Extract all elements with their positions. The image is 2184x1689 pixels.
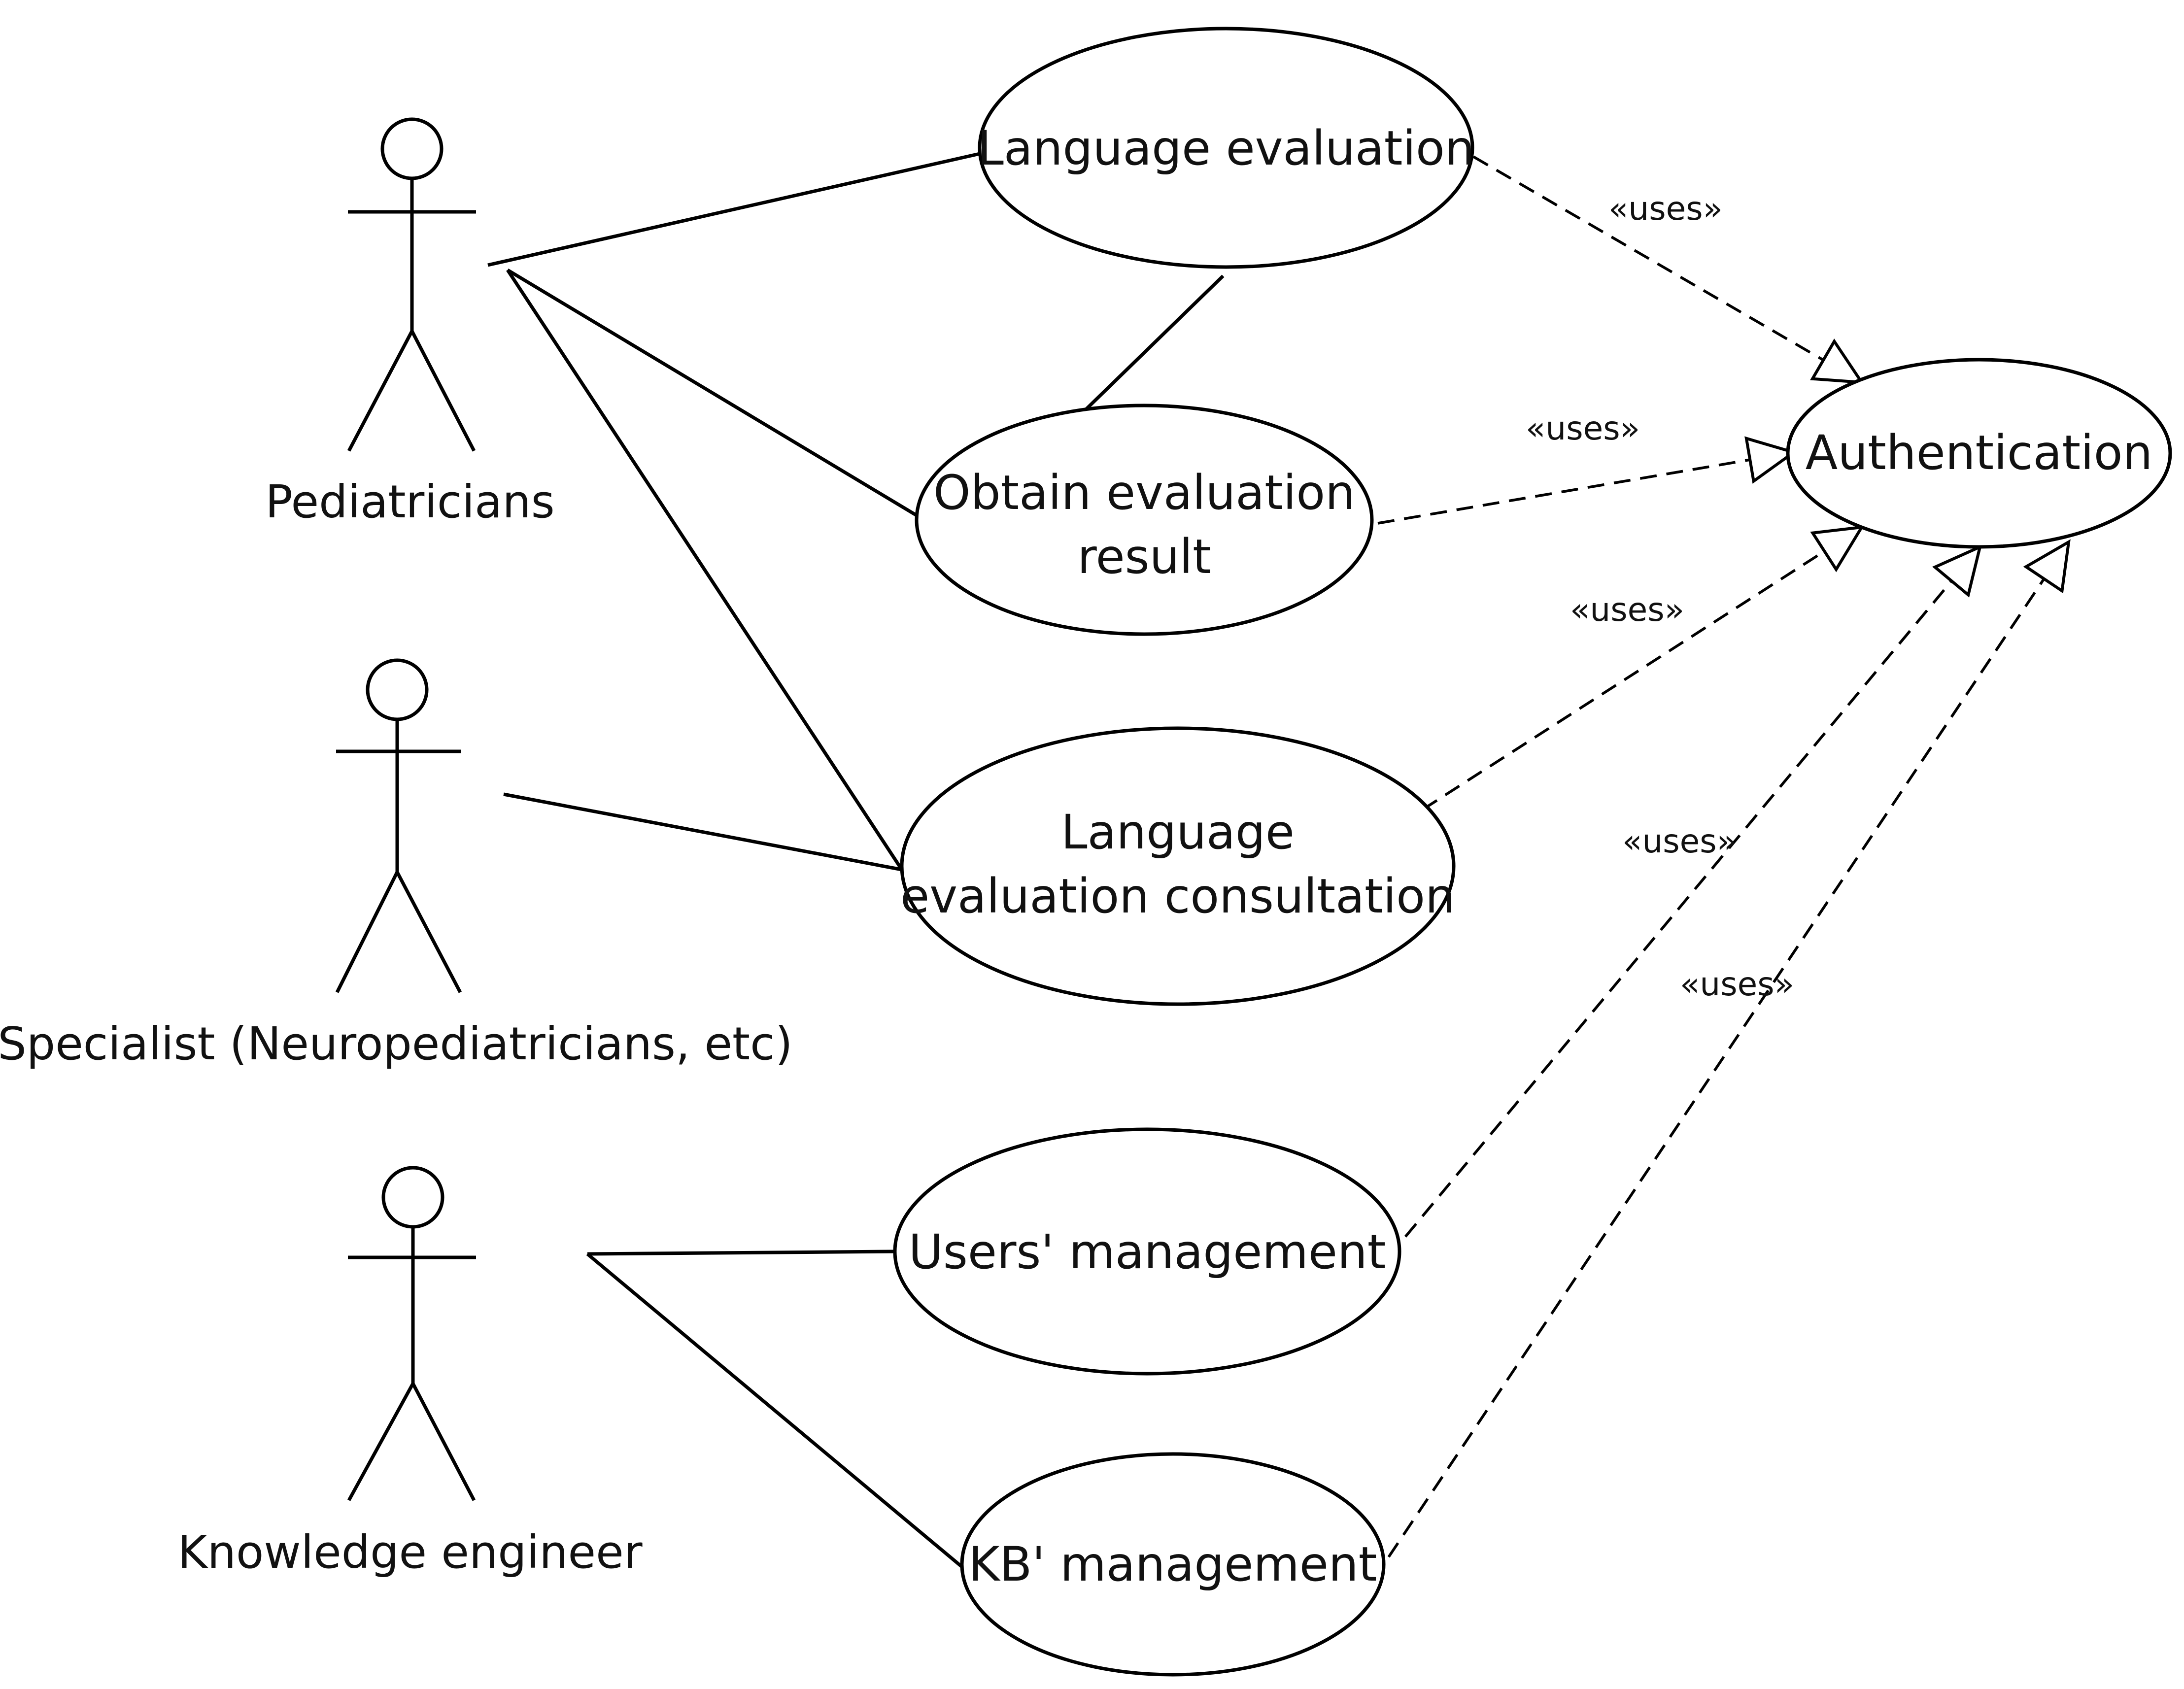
uses-dependency-users_management	[1404, 580, 1953, 1238]
actor-label: Specialist (Neuropediatricians, etc)	[0, 1017, 793, 1070]
uses-arrowhead-users_management	[1932, 544, 1982, 598]
use-case-label: result	[1077, 529, 1211, 584]
use-case-label: Users' management	[909, 1224, 1386, 1280]
use-case-users-management[interactable]: Users' management	[893, 1127, 1401, 1376]
association-knowledge_engineer-users_management	[587, 1250, 895, 1256]
uses-label: «uses»	[1608, 190, 1723, 228]
use-case-label: KB' management	[969, 1537, 1377, 1592]
actor-right-leg	[411, 1383, 476, 1501]
actor-pediatricians[interactable]: Pediatricians	[265, 117, 555, 528]
use-case-authentication[interactable]: Authentication	[1786, 358, 2172, 549]
uses-arrowhead-consultation	[1810, 525, 1865, 573]
dependencies: «uses» «uses» «uses» «uses» «uses»	[1377, 155, 2071, 1558]
use-case-obtain-evaluation-result[interactable]: Obtain evaluation result	[915, 404, 1374, 636]
actor-left-leg	[347, 330, 414, 452]
association-specialist-consultation	[503, 792, 902, 872]
uses-arrowhead-kb_management	[2023, 539, 2071, 594]
associations	[487, 152, 1225, 1571]
uses-dependency-obtain_result	[1377, 458, 1750, 525]
uses-label: «uses»	[1622, 822, 1737, 860]
use-case-label: Obtain evaluation	[933, 465, 1355, 520]
association-pediatricians-obtain_result	[507, 268, 927, 523]
uses-dependency-language_evaluation	[1472, 155, 1824, 362]
use-case-language-evaluation[interactable]: Language evaluation	[977, 27, 1475, 269]
uses-arrowhead-obtain_result	[1744, 436, 1797, 484]
actor-right-leg	[410, 330, 476, 452]
uses-label: «uses»	[1570, 591, 1684, 629]
actor-label: Pediatricians	[265, 475, 554, 528]
association-language_evaluation-obtain_result	[1075, 274, 1225, 420]
actor-specialist[interactable]: Specialist (Neuropediatricians, etc)	[0, 658, 793, 1070]
actor-knowledge-engineer[interactable]: Knowledge engineer	[177, 1166, 643, 1579]
uses-dependency-kb_management	[1387, 578, 2046, 1558]
actor-left-leg	[347, 1383, 415, 1501]
association-pediatricians-consultation	[506, 269, 904, 872]
use-case-label: Language evaluation	[977, 121, 1474, 176]
uses-arrowhead-language_evaluation	[1810, 338, 1865, 384]
use-case-label: Authentication	[1806, 425, 2153, 480]
use-case-label: evaluation consultation	[900, 869, 1455, 924]
use-case-label: Language	[1061, 805, 1295, 860]
uses-dependency-consultation	[1399, 550, 1825, 825]
uses-label: «uses»	[1680, 965, 1794, 1003]
use-case-kb-management[interactable]: KB' management	[960, 1452, 1386, 1677]
uses-label: «uses»	[1526, 409, 1640, 447]
association-knowledge_engineer-kb_management	[586, 1252, 966, 1571]
use-case-language-evaluation-consultation[interactable]: Language evaluation consultation	[900, 726, 1456, 1006]
actor-left-leg	[335, 871, 399, 993]
association-pediatricians-language_evaluation	[487, 152, 980, 267]
actor-right-leg	[395, 871, 462, 993]
actor-label: Knowledge engineer	[177, 1526, 642, 1579]
